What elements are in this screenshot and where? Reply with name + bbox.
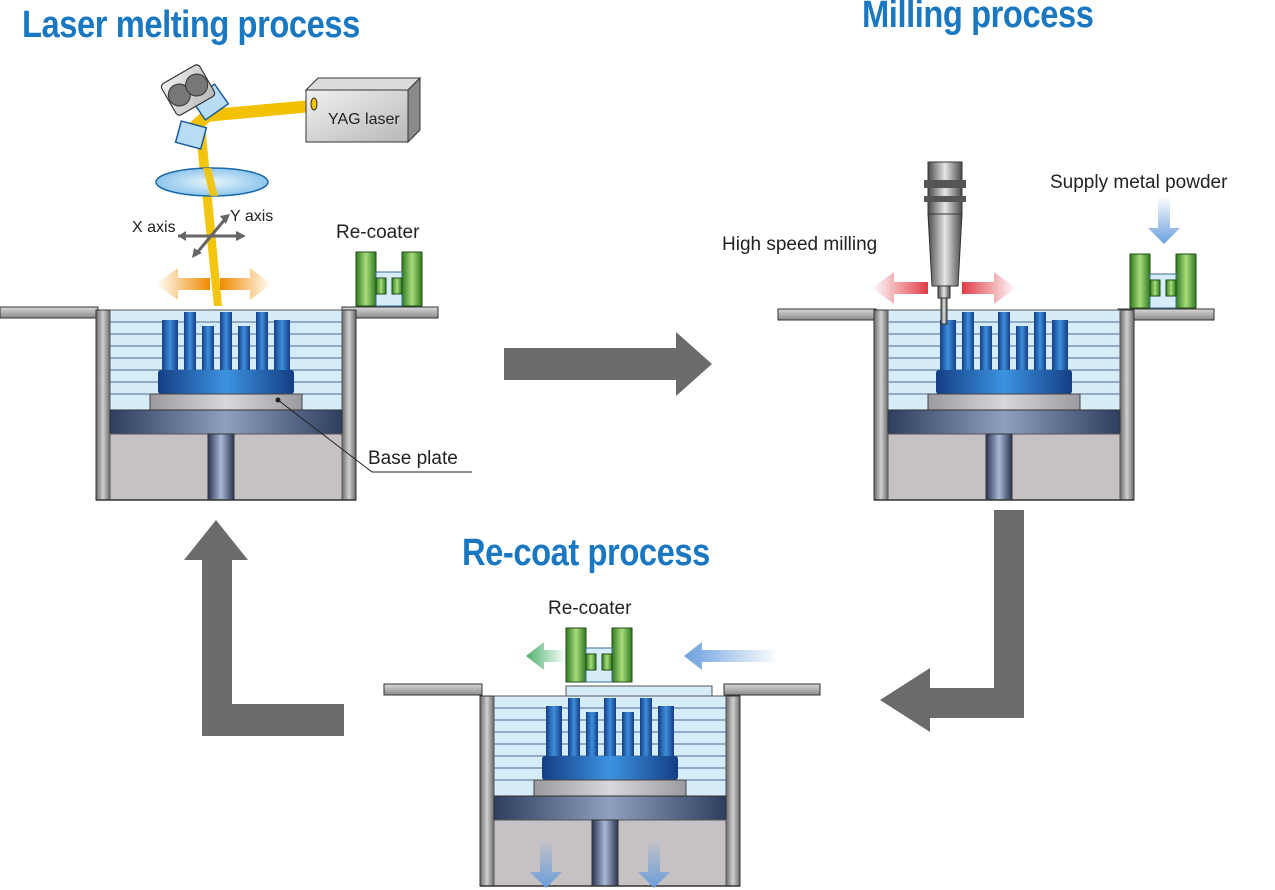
laser-melting-title: Laser melting process [22, 4, 360, 46]
base-plate-callout: Base plate [275, 397, 472, 473]
supply-metal-powder-label: Supply metal powder [1050, 172, 1228, 193]
x-axis-label: X axis [132, 219, 176, 236]
high-speed-milling-label: High speed milling [722, 234, 877, 255]
scan-direction-arrows [156, 268, 272, 300]
recoat-build-unit [383, 683, 821, 886]
recoat-title: Re-coat process [462, 532, 710, 574]
milling-direction-arrows [872, 272, 1016, 304]
arrow-recoat-to-laser [184, 520, 344, 736]
recoater-laser: Re-coater [336, 222, 423, 307]
milling-title: Milling process [862, 0, 1094, 36]
galvo-scanner [160, 64, 230, 150]
axis-indicator: X axis Y axis [132, 208, 273, 258]
piston-down-arrows [530, 840, 670, 888]
powder-feed-arrow [684, 642, 778, 670]
left-table [383, 683, 483, 696]
recoater-milling [1129, 253, 1197, 309]
yag-laser-source: YAG laser [304, 76, 422, 144]
yag-laser-label: YAG laser [328, 111, 400, 128]
base-plate-label: Base plate [368, 448, 458, 469]
recoater-label-bottom: Re-coater [548, 598, 632, 619]
y-axis-label: Y axis [230, 208, 273, 225]
left-table [777, 308, 877, 321]
milling-spindle [924, 161, 966, 325]
arrow-laser-to-milling [504, 332, 712, 396]
milling-build-unit [777, 308, 1215, 500]
left-table [0, 306, 99, 319]
laser-build-unit [0, 306, 439, 500]
right-table [723, 683, 821, 696]
recoater-recoat [565, 627, 633, 683]
recoater-label-top: Re-coater [336, 222, 420, 243]
arrow-milling-to-recoat [880, 510, 1024, 732]
recoat-direction-arrow [526, 642, 566, 670]
supply-powder-arrow [1148, 196, 1180, 244]
